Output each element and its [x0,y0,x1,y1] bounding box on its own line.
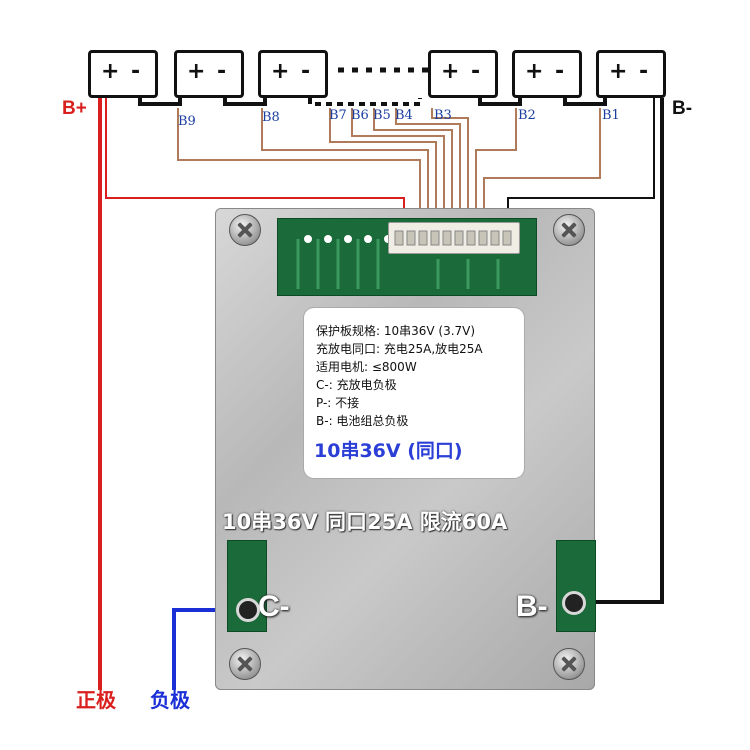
cell-minus: - [301,59,311,84]
cell-plus: + [609,59,628,84]
balance-wire-b2 [475,108,517,228]
balance-wire-b3 [431,108,469,228]
balance-label-b4: B4 [395,108,413,123]
balance-wire-b1 [483,108,601,228]
balance-connector [388,222,520,254]
balance-label-b3: B3 [434,108,452,123]
screw-icon [229,214,261,246]
cell-minus: - [217,59,227,84]
spec-line: C-: 充放电负极 [316,378,397,392]
pcb-traces [296,235,500,289]
balance-label-b1: B1 [602,108,620,123]
spec-line: B-: 电池组总负极 [316,414,409,428]
battery-cell: + - [596,50,666,98]
cell-plus: + [101,59,120,84]
cell-plus: + [271,59,290,84]
balance-wire-b7 [329,108,437,228]
balance-wires [177,108,601,228]
balance-label-b5: B5 [373,108,391,123]
b-minus-wire [572,98,664,604]
b-minus-pad [562,591,586,615]
c-minus-pad [236,598,260,622]
spec-line: P-: 不接 [316,396,360,410]
b-minus-pad-label: B- [516,590,548,623]
cell-minus: - [639,59,649,84]
battery-cell: + - [512,50,582,98]
spec-line: 保护板规格: 10串36V (3.7V) [316,324,476,338]
balance-wire-b8 [261,108,429,228]
board-banner: 10串36V 同口25A 限流60A [222,510,508,534]
spec-line: 充放电同口: 充电25A,放电25A [316,342,483,356]
balance-wire-b9 [177,108,421,228]
cell-plus: + [525,59,544,84]
balance-label-b2: B2 [518,108,536,123]
spec-label-card: 保护板规格: 10串36V (3.7V) 充放电同口: 充电25A,放电25A … [304,308,524,478]
battery-cell: + - [88,50,158,98]
battery-cell: + - [174,50,244,98]
cell-straps [138,98,607,106]
cell-plus: + [441,59,460,84]
cell-plus: + [187,59,206,84]
balance-wire-b6 [351,108,445,228]
battery-cell: + - [258,50,328,98]
cell-minus: - [555,59,565,84]
balance-label-b9: B9 [178,114,196,129]
cell-minus: - [131,59,141,84]
b-minus-label: B- [672,98,693,119]
c-minus-pad-label: C- [258,590,290,623]
screw-icon [229,648,261,680]
positive-pole-label: 正极 [76,688,116,712]
cell-minus: - [471,59,481,84]
balance-wire-b5 [373,108,453,228]
balance-label-b6: B6 [351,108,369,123]
screw-icon [553,214,585,246]
balance-wire-b4 [395,108,461,228]
negative-pole-label: 负极 [150,688,190,712]
battery-cell: + - [428,50,498,98]
spec-title: 10串36V (同口) [314,440,463,462]
spec-line: 适用电机: ≤800W [316,360,417,374]
balance-label-b7: B7 [329,108,347,123]
b-plus-label: B+ [62,98,87,119]
pcb-right-pads [556,540,596,632]
balance-label-b8: B8 [262,110,280,125]
connector-pins [394,230,512,246]
screw-icon [553,648,585,680]
